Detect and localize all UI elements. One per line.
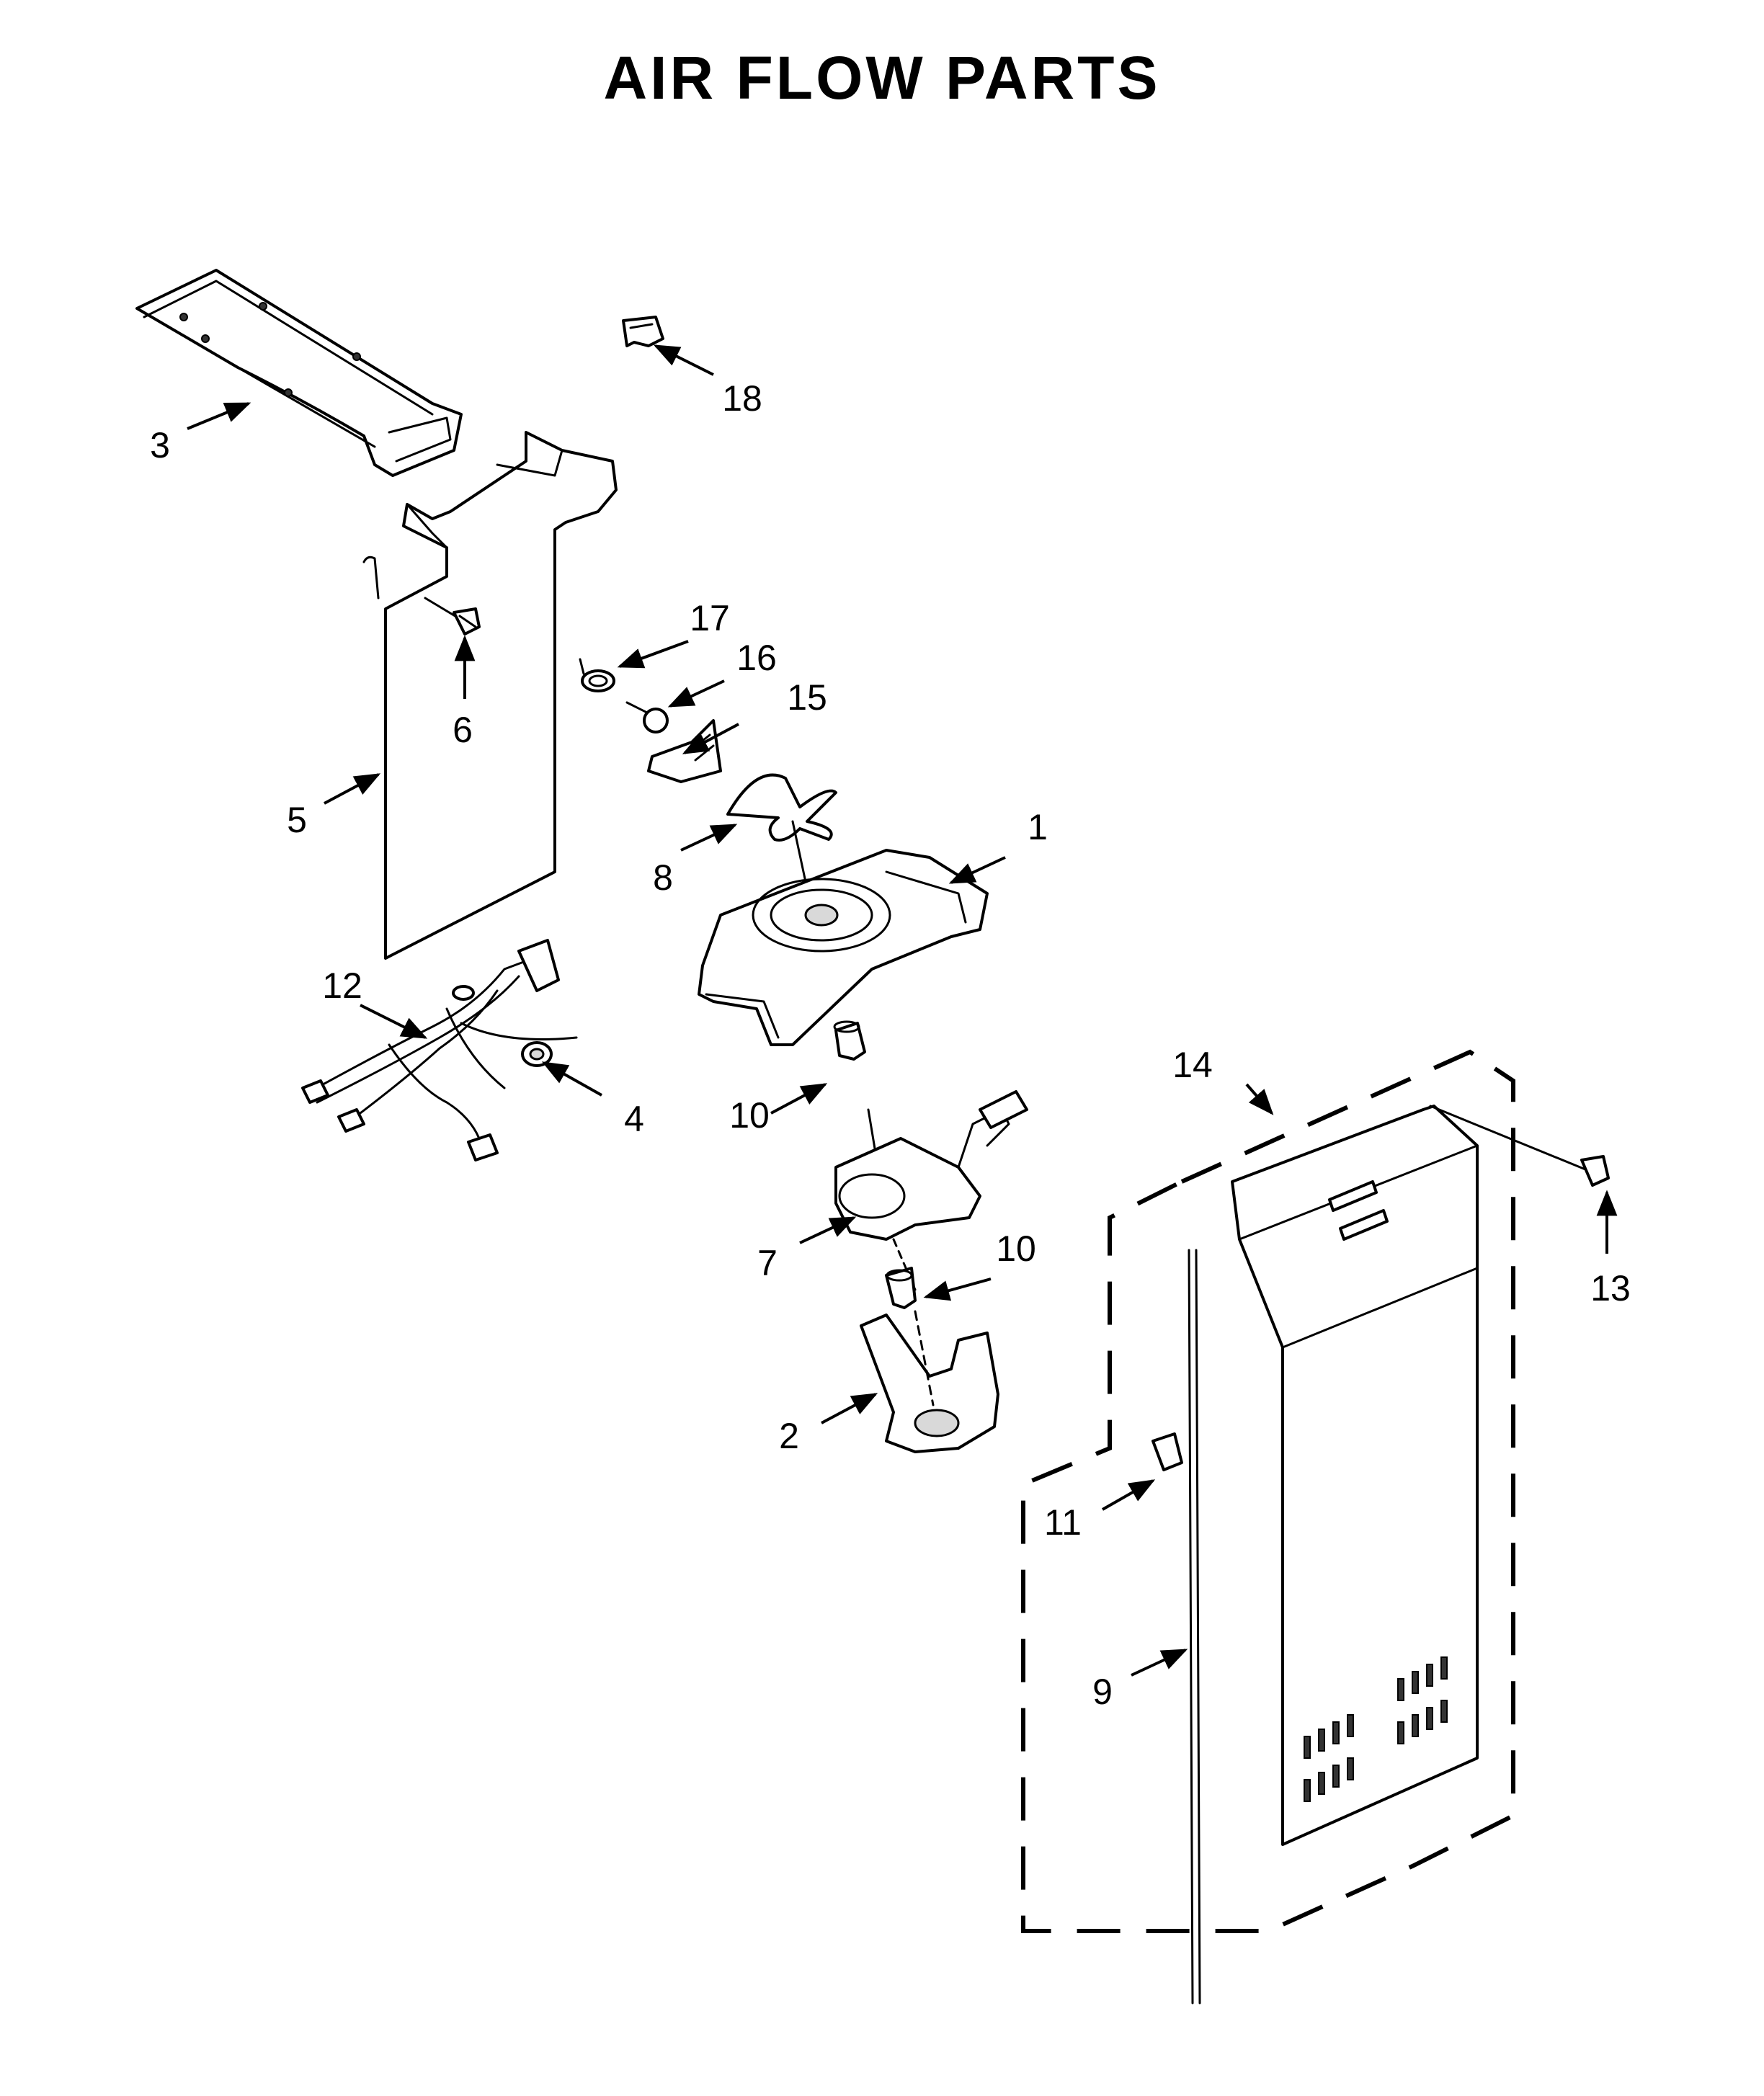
part-11-clip[interactable]	[1152, 1432, 1183, 1471]
callout-9: 9	[1092, 1672, 1113, 1712]
part-1-fan-shroud[interactable]	[698, 849, 989, 1046]
part-9-seal[interactable]	[1188, 1249, 1201, 2004]
callout-14: 14	[1172, 1045, 1213, 1085]
callout-10-lower: 10	[996, 1228, 1036, 1269]
vent-slots	[1304, 1656, 1448, 1802]
part-18-clip[interactable]	[622, 316, 664, 347]
assembly-outline	[1021, 1049, 1515, 1933]
callout-1: 1	[1028, 807, 1048, 847]
part-4-grommet[interactable]	[521, 1041, 553, 1067]
callout-6: 6	[453, 710, 473, 750]
part-17-clamp[interactable]	[579, 658, 615, 692]
callout-15: 15	[787, 677, 827, 718]
callout-10-upper: 10	[729, 1095, 770, 1136]
callout-17: 17	[690, 598, 730, 638]
callout-11: 11	[1044, 1502, 1082, 1543]
callout-18: 18	[722, 378, 762, 419]
part-7-fan-motor[interactable]	[834, 1090, 1028, 1291]
part-10-grommet-lower[interactable]	[885, 1267, 917, 1309]
part-2-motor-bracket[interactable]	[860, 1310, 999, 1453]
part-3-air-duct-cover[interactable]	[135, 269, 463, 477]
callout-7: 7	[757, 1243, 778, 1283]
callout-2: 2	[779, 1416, 799, 1456]
callout-8: 8	[653, 857, 673, 898]
part-14-rear-panel[interactable]	[1231, 1105, 1479, 1846]
part-6-screw[interactable]	[424, 597, 481, 636]
diagram-title: AIR FLOW PARTS	[603, 44, 1161, 112]
callout-5: 5	[287, 800, 307, 840]
part-5-air-duct[interactable]	[362, 431, 618, 960]
callout-13: 13	[1590, 1268, 1631, 1308]
callout-3: 3	[150, 425, 170, 465]
leader-lines	[187, 344, 1618, 1677]
part-12-wire-harness[interactable]	[301, 939, 578, 1161]
callout-16: 16	[736, 638, 777, 678]
part-16-pin[interactable]	[625, 701, 669, 733]
callout-12: 12	[322, 966, 362, 1006]
callout-4: 4	[624, 1099, 644, 1139]
callout-labels: 1 2 3 4 5 6 7 8 9 10 10 11 12 13 14 15 1…	[150, 378, 1631, 1712]
part-10-grommet-upper[interactable]	[833, 1020, 866, 1061]
part-13-screw[interactable]	[1429, 1105, 1610, 1187]
